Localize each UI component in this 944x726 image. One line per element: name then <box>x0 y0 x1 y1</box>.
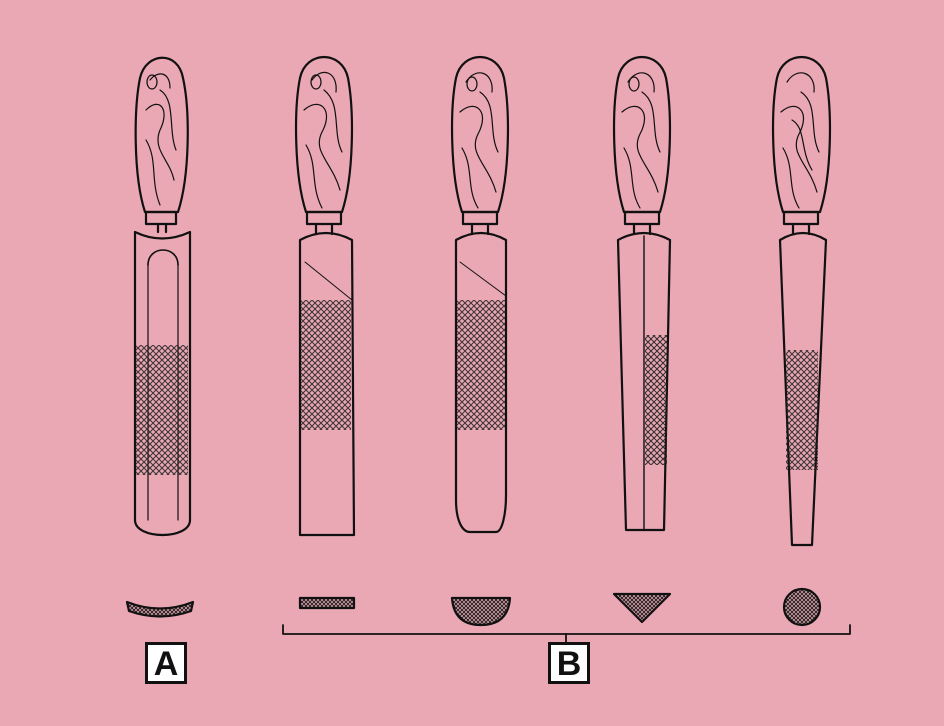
label-a: A <box>145 642 187 684</box>
file-b-half-round-handle <box>452 57 508 212</box>
file-b-flat-handle <box>296 57 352 212</box>
file-a-wood-grain <box>146 74 176 205</box>
group-b-bracket <box>283 625 850 634</box>
file-b-round <box>773 57 830 625</box>
file-b-flat <box>296 57 354 608</box>
file-a-ferrule <box>146 212 176 224</box>
file-a-handle <box>136 58 188 212</box>
file-b-flat-section <box>300 598 354 608</box>
file-a-section <box>127 602 193 617</box>
file-a <box>127 58 193 617</box>
file-b-half-round <box>452 57 510 625</box>
file-b-triangular-handle <box>614 57 670 212</box>
file-b-round-section <box>784 589 820 625</box>
file-b-half-round-section <box>452 598 510 625</box>
file-b-triangular <box>614 57 670 622</box>
label-b: B <box>548 642 590 684</box>
file-b-triangular-section <box>614 594 670 622</box>
